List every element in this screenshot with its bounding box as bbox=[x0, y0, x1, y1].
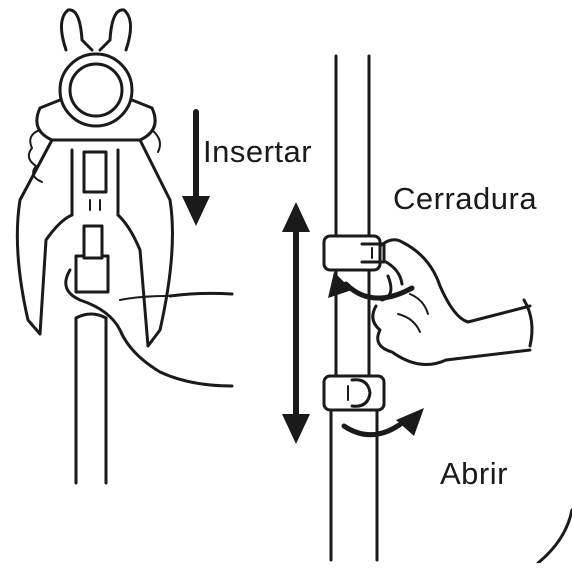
open-rotation-arrow bbox=[344, 408, 424, 436]
telescopic-pole bbox=[331, 56, 377, 560]
insert-arrow bbox=[182, 112, 210, 226]
insert-label: Insertar bbox=[203, 136, 312, 167]
open-label: Abrir bbox=[440, 458, 508, 489]
hand-turning-lock bbox=[373, 240, 532, 365]
clamp-head-illustration bbox=[17, 10, 232, 483]
extend-arrow bbox=[282, 202, 310, 444]
upper-lock-clip bbox=[324, 236, 384, 270]
lower-pole bbox=[76, 314, 106, 483]
lock-label: Cerradura bbox=[393, 183, 537, 214]
lower-lock-clip bbox=[324, 376, 384, 410]
page-corner-curve bbox=[538, 510, 572, 563]
